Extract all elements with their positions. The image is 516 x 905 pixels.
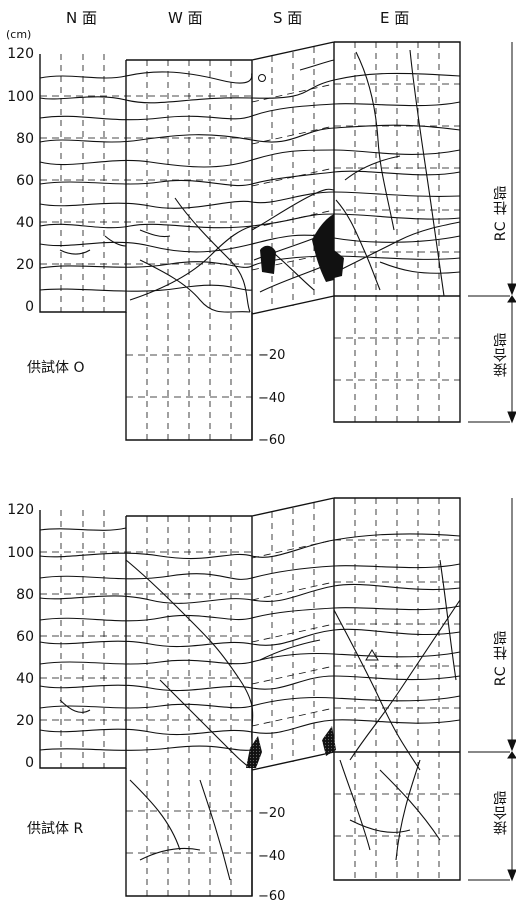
r-spalling-s (246, 736, 262, 768)
o-tick-80: 80 (16, 131, 34, 147)
unit-label: (cm) (6, 28, 32, 41)
o-dimension-lines (468, 42, 516, 424)
face-label-n: N 面 (66, 9, 97, 27)
o-spalling-e (334, 250, 344, 278)
r-tick-100: 100 (7, 545, 34, 561)
face-label-s: S 面 (273, 9, 303, 27)
o-horizontal-grid (40, 83, 460, 398)
o-marker-circle (258, 74, 266, 82)
o-spalling-s (260, 245, 276, 274)
o-tick-60: 60 (16, 173, 34, 189)
r-spalling-e (322, 726, 336, 756)
face-label-e: E 面 (380, 9, 410, 27)
o-specimen-name: 供試体 O (27, 360, 85, 376)
o-tick-neg60: −60 (258, 433, 286, 448)
r-tick-0: 0 (25, 755, 34, 771)
r-tick-80: 80 (16, 587, 34, 603)
o-tick-neg40: −40 (258, 391, 286, 406)
r-tick-neg20: −20 (258, 806, 286, 821)
r-marker-triangle (365, 649, 379, 661)
r-horizontal-grid (40, 539, 460, 854)
r-dimension-lines (468, 498, 516, 882)
r-specimen-name: 供試体 R (27, 821, 84, 837)
o-tick-0: 0 (25, 299, 34, 315)
o-tick-20: 20 (16, 257, 34, 273)
o-crack-lines (39, 49, 461, 313)
r-vertical-grid (60, 498, 440, 896)
r-tick-neg60: −60 (258, 889, 286, 904)
o-tick-100: 100 (7, 89, 34, 105)
r-tick-neg40: −40 (258, 849, 286, 864)
o-tick-120: 120 (7, 46, 34, 62)
r-tick-40: 40 (16, 671, 34, 687)
o-tick-40: 40 (16, 215, 34, 231)
r-tick-120: 120 (7, 502, 34, 518)
o-spalling-se (312, 214, 334, 282)
face-label-w: W 面 (168, 9, 203, 27)
specimen-o-diagram (39, 41, 516, 441)
o-tick-neg20: −20 (258, 348, 286, 363)
r-tick-20: 20 (16, 713, 34, 729)
specimen-r-diagram (39, 497, 516, 897)
r-tick-60: 60 (16, 629, 34, 645)
r-crack-lines (39, 527, 461, 881)
